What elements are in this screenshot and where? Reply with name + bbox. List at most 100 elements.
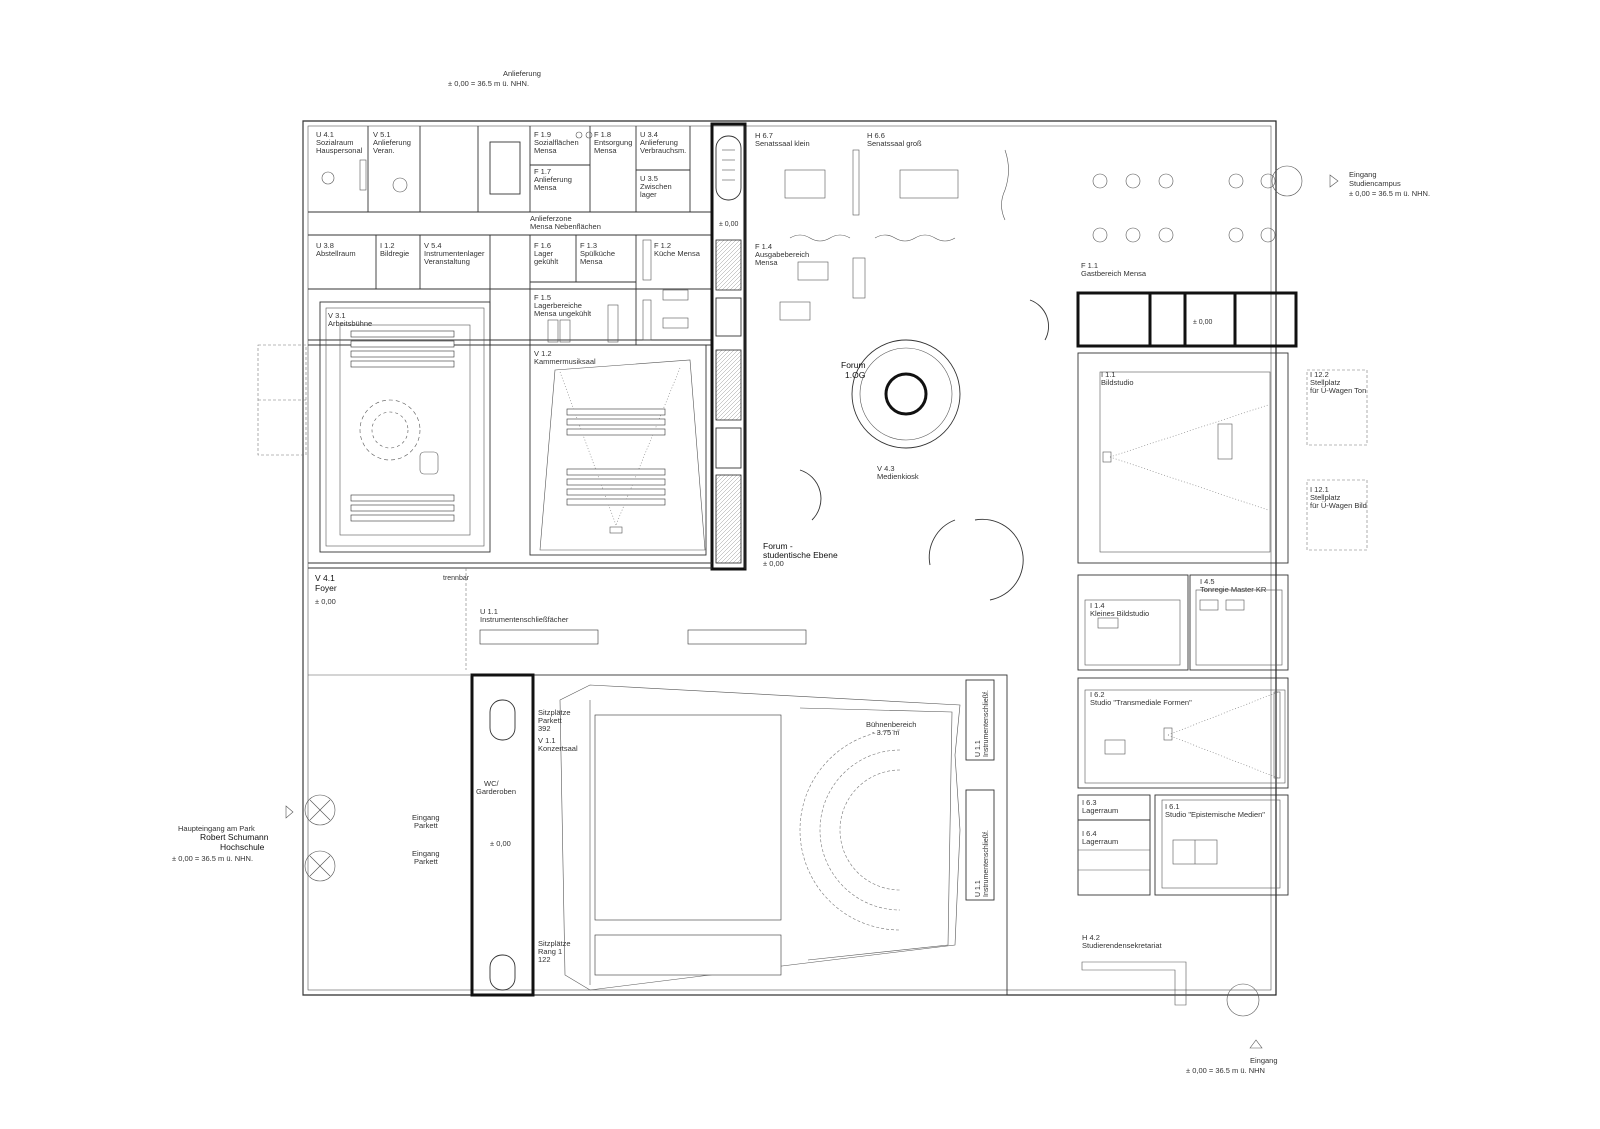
i61-code: I 6.1 xyxy=(1165,802,1180,811)
f15-name1: Lagerbereiche xyxy=(534,301,582,310)
forum1og-name2: 1.OG xyxy=(845,370,865,380)
u38-code: U 3.8 xyxy=(316,241,334,250)
u11c-label: U 1.1 xyxy=(975,880,982,897)
forum-level: ± 0,00 xyxy=(763,559,784,568)
parkett-name2: Parkett xyxy=(538,716,563,725)
u34-name2: Verbrauchsm. xyxy=(640,146,686,155)
f14-code: F 1.4 xyxy=(755,242,772,251)
marker-eingang-sued: Eingang ± 0,00 = 36.5 m ü. NHN xyxy=(1186,1039,1278,1075)
spiral-stair xyxy=(851,339,961,449)
stage-chairs xyxy=(799,729,901,931)
entrance-door-south[interactable] xyxy=(1226,983,1260,1017)
buehne-level: - 3.75 m xyxy=(872,728,900,737)
v31-code: V 3.1 xyxy=(328,311,346,320)
seat-rows-bottom xyxy=(350,494,455,522)
h42-code: H 4.2 xyxy=(1082,933,1100,942)
marker-studiencampus: Eingang Studiencampus ± 0,00 = 36.5 m ü.… xyxy=(1329,170,1430,198)
i64-code: I 6.4 xyxy=(1082,829,1097,838)
piano-icon xyxy=(419,451,439,475)
eingang1-name2: Parkett xyxy=(414,821,439,830)
f19-name1: Sozialflächen xyxy=(534,138,579,147)
entrance-door-1[interactable] xyxy=(304,794,336,826)
eingang-sued-line2: ± 0,00 = 36.5 m ü. NHN xyxy=(1186,1066,1265,1075)
v11-name: Konzertsaal xyxy=(538,744,578,753)
i122-name2: für Ü-Wagen Ton xyxy=(1310,386,1366,395)
v54-code: V 5.4 xyxy=(424,241,442,250)
u34-name1: Anlieferung xyxy=(640,138,678,147)
u11-code: U 1.1 xyxy=(480,607,498,616)
i122-name1: Stellplatz xyxy=(1310,378,1341,387)
studiencampus-line2: Studiencampus xyxy=(1349,179,1401,188)
f12-name1: Küche Mensa xyxy=(654,249,701,258)
u35-name2: lager xyxy=(640,190,657,199)
entrance-door-studiencampus[interactable] xyxy=(1271,165,1303,197)
v51-name2: Veran. xyxy=(373,146,395,155)
u41-name1: Sozialraum xyxy=(316,138,354,147)
service-labels: U 4.1 Sozialraum Hauspersonal V 5.1 Anli… xyxy=(316,130,701,318)
v54-name2: Veranstaltung xyxy=(424,257,470,266)
core-top-level: ± 0,00 xyxy=(719,221,739,228)
v41-name: Foyer xyxy=(315,583,337,593)
i121-name2: für Ü-Wagen Bild xyxy=(1310,501,1367,510)
room-gastbereich: F 1.1 Gastbereich Mensa ± 0,00 xyxy=(1076,165,1303,348)
f15-name2: Mensa ungekühlt xyxy=(534,309,592,318)
u11-name: Instrumentenschließfächer xyxy=(480,615,569,624)
i63-name: Lagerraum xyxy=(1082,806,1118,815)
haupteingang-line4: ± 0,00 = 36.5 m ü. NHN. xyxy=(172,854,253,863)
h67-code: H 6.7 xyxy=(755,131,773,140)
eingang2-name2: Parkett xyxy=(414,857,439,866)
i61-name: Studio "Epistemische Medien" xyxy=(1165,810,1265,819)
entrance-door-2[interactable] xyxy=(304,850,336,882)
u35-code: U 3.5 xyxy=(640,174,658,183)
v54-name1: Instrumentenlager xyxy=(424,249,485,258)
h67-name: Senatssaal klein xyxy=(755,139,810,148)
f19-code: F 1.9 xyxy=(534,130,551,139)
f11-code: F 1.1 xyxy=(1081,261,1098,270)
dining-tables xyxy=(1092,173,1276,243)
haupteingang-line2: Robert Schumann xyxy=(200,832,269,842)
studiencampus-line3: ± 0,00 = 36.5 m ü. NHN. xyxy=(1349,189,1430,198)
i63-code: I 6.3 xyxy=(1082,798,1097,807)
rang-name2: Rang 1 xyxy=(538,947,562,956)
f18-name2: Mensa xyxy=(594,146,617,155)
rang-count: 122 xyxy=(538,955,551,964)
f12-code: F 1.2 xyxy=(654,241,671,250)
studiencampus-line1: Eingang xyxy=(1349,170,1377,179)
v11-code: V 1.1 xyxy=(538,736,556,745)
u41-code: U 4.1 xyxy=(316,130,334,139)
f18-name1: Entsorgung xyxy=(594,138,632,147)
room-kammermusiksaal: V 1.2 Kammermusiksaal xyxy=(529,344,707,556)
u11c-name: Instrumentenschließf. xyxy=(983,830,990,897)
i64-name: Lagerraum xyxy=(1082,837,1118,846)
h66-name: Senatssaal groß xyxy=(867,139,922,148)
locker-bank-2 xyxy=(687,629,807,645)
service-strip xyxy=(308,126,712,346)
forum1og-name1: Forum xyxy=(841,360,866,370)
forum-name1: Forum - xyxy=(763,541,793,551)
h66-code: H 6.6 xyxy=(867,131,885,140)
f17-name1: Anlieferung xyxy=(534,175,572,184)
i62-name: Studio "Transmediale Formen" xyxy=(1090,698,1192,707)
parkett-count: 392 xyxy=(538,724,551,733)
f19-name2: Mensa xyxy=(534,146,557,155)
f13-name1: Spülküche xyxy=(580,249,615,258)
locker-bank-1 xyxy=(479,629,599,645)
bench-curve-3 xyxy=(974,518,1024,601)
u11b-label: U 1.1 xyxy=(975,740,982,757)
lz-name2: Mensa Nebenflächen xyxy=(530,222,601,231)
i12-code: I 1.2 xyxy=(380,241,395,250)
v51-code: V 5.1 xyxy=(373,130,391,139)
h42-name: Studierendensekretariat xyxy=(1082,941,1163,950)
haupteingang-line3: Hochschule xyxy=(220,842,265,852)
marker-anlieferung: Anlieferung ± 0,00 = 36.5 m ü. NHN. xyxy=(448,69,541,88)
v12-name: Kammermusiksaal xyxy=(534,357,596,366)
i45-name: Tonregie Master KR xyxy=(1200,585,1267,594)
f15-code: F 1.5 xyxy=(534,293,551,302)
seat-rows-top xyxy=(350,330,455,368)
f16-name1: Lager xyxy=(534,249,554,258)
anlieferung-level: ± 0,00 = 36.5 m ü. NHN. xyxy=(448,79,529,88)
i62-code: I 6.2 xyxy=(1090,690,1105,699)
v31-name: Arbeitsbühne xyxy=(328,319,372,328)
eingang1-name1: Eingang xyxy=(412,813,440,822)
